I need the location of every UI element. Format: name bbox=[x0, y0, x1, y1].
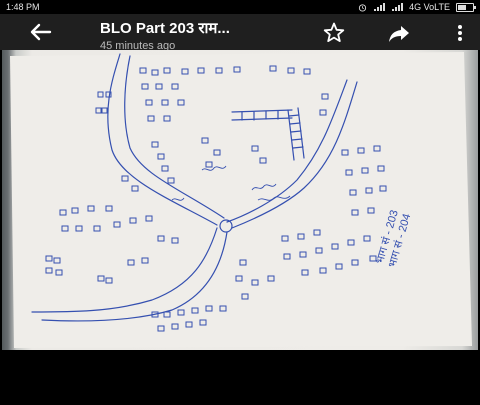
status-time: 1:48 PM bbox=[6, 2, 40, 12]
back-arrow-icon bbox=[30, 23, 52, 41]
more-vert-icon bbox=[458, 25, 462, 41]
more-options-button[interactable] bbox=[447, 20, 473, 46]
hand-drawn-map bbox=[10, 52, 472, 348]
status-icons: 4G VoLTE bbox=[358, 2, 476, 12]
alarm-icon bbox=[359, 3, 367, 12]
page-title: BLO Part 203 राम... bbox=[100, 20, 230, 37]
network-type: 4G VoLTE bbox=[409, 2, 450, 12]
share-icon bbox=[389, 26, 409, 42]
back-button[interactable] bbox=[24, 18, 58, 46]
battery-icon bbox=[456, 2, 476, 12]
shared-photo[interactable]: भाग सं - 203 भाग सं - 204 bbox=[2, 50, 478, 350]
signal-icon bbox=[374, 2, 386, 11]
battery-fill bbox=[458, 4, 466, 10]
page-subtitle: 45 minutes ago bbox=[100, 40, 176, 52]
title-block[interactable]: BLO Part 203 राम... 45 minutes ago bbox=[100, 18, 310, 52]
signal-icon-2 bbox=[392, 2, 404, 11]
share-button[interactable] bbox=[386, 20, 412, 46]
star-button[interactable] bbox=[321, 20, 347, 46]
toolbar: BLO Part 203 राम... 45 minutes ago bbox=[0, 14, 480, 52]
status-bar: 1:48 PM 4G VoLTE bbox=[0, 0, 480, 14]
star-icon bbox=[323, 22, 345, 42]
bottom-area bbox=[0, 352, 480, 405]
